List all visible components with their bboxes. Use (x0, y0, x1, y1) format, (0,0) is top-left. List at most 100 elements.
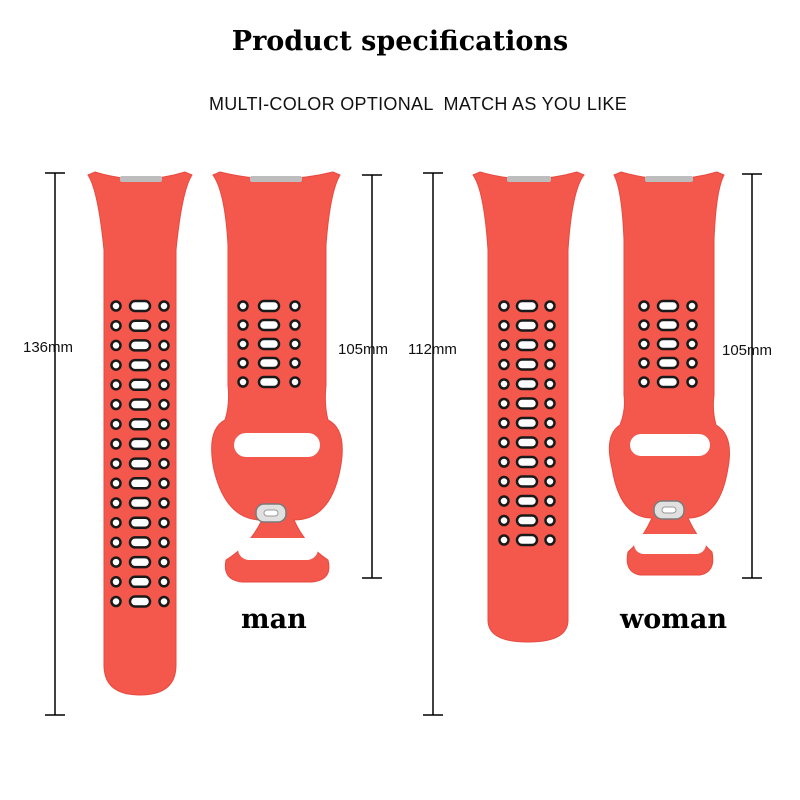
man-long-strap-connector (120, 176, 162, 182)
vent-hole (257, 318, 281, 332)
vent-hole (110, 576, 122, 588)
vent-hole (544, 475, 556, 488)
vent-hole (158, 398, 170, 411)
vent-hole (544, 378, 556, 390)
vent-hole (686, 338, 698, 350)
vent-hole (158, 477, 170, 490)
vent-hole (158, 457, 170, 470)
vent-hole (110, 457, 122, 470)
vent-hole (498, 456, 510, 468)
vent-hole (686, 300, 698, 312)
vent-hole (498, 378, 510, 390)
vent-hole (128, 477, 152, 490)
vent-hole (515, 514, 539, 527)
vent-hole (128, 496, 152, 510)
vent-hole (257, 337, 281, 351)
vent-hole (289, 357, 301, 369)
man-short-length-label: 105mm (338, 341, 389, 358)
vent-hole (544, 339, 556, 351)
vent-hole (544, 417, 556, 429)
vent-hole (128, 339, 152, 352)
vent-hole (158, 359, 170, 371)
page-subtitle: MULTI-COLOR OPTIONAL MATCH AS YOU LIKE (208, 94, 628, 114)
vent-hole (110, 497, 122, 509)
vent-hole (158, 319, 170, 332)
woman-label: woman (620, 604, 727, 635)
vent-hole (158, 379, 170, 391)
vent-hole (128, 378, 152, 392)
woman-short-strap-lower-slot (634, 534, 706, 554)
vent-hole (515, 475, 539, 488)
vent-hole (289, 376, 301, 388)
vent-hole (638, 319, 650, 331)
vent-hole (498, 319, 510, 332)
vent-hole (289, 319, 301, 331)
vent-hole (158, 516, 170, 529)
vent-hole (110, 359, 122, 371)
vent-hole (544, 397, 556, 410)
vent-hole (498, 417, 510, 429)
vent-hole (128, 437, 152, 451)
woman-long-length-label: 112mm (408, 341, 457, 358)
vent-hole (544, 514, 556, 527)
vent-hole (638, 300, 650, 312)
vent-hole (110, 418, 122, 430)
woman-long-strap-connector (507, 176, 551, 182)
vent-hole (158, 536, 170, 549)
vent-hole (686, 319, 698, 331)
vent-hole (110, 339, 122, 352)
vent-hole (110, 300, 122, 312)
vent-hole (237, 376, 249, 388)
vent-hole (128, 516, 152, 529)
vent-hole (158, 556, 170, 568)
vent-hole (110, 536, 122, 549)
woman-short-dimension-line (742, 173, 762, 579)
vent-hole (128, 398, 152, 411)
vent-hole (110, 438, 122, 450)
woman-short-strap-holes (638, 299, 698, 389)
vent-hole (498, 300, 510, 312)
vent-hole (656, 375, 680, 389)
vent-hole (686, 376, 698, 388)
vent-hole (498, 358, 510, 371)
man-long-dimension-line (45, 172, 65, 716)
vent-hole (515, 397, 539, 410)
vent-hole (515, 377, 539, 391)
vent-hole (158, 438, 170, 450)
vent-hole (237, 319, 249, 331)
vent-hole (638, 357, 650, 369)
vent-hole (257, 356, 281, 370)
vent-hole (656, 356, 680, 370)
vent-hole (110, 556, 122, 568)
vent-hole (128, 575, 152, 589)
vent-hole (515, 338, 539, 352)
vent-hole (498, 514, 510, 527)
vent-hole (128, 536, 152, 549)
vent-hole (158, 595, 170, 608)
vent-hole (656, 337, 680, 351)
vent-hole (158, 576, 170, 588)
vent-hole (498, 495, 510, 507)
man-short-dimension-line (362, 174, 382, 579)
man-short-strap-loop-slot (234, 433, 320, 457)
woman-long-strap-holes (498, 299, 556, 547)
vent-hole (128, 299, 152, 313)
woman-long-dimension-line (423, 172, 443, 716)
vent-hole (158, 418, 170, 430)
vent-hole (110, 595, 122, 608)
vent-hole (638, 338, 650, 350)
woman-short-strap-loop-slot (630, 434, 710, 456)
vent-hole (544, 319, 556, 332)
vent-hole (544, 436, 556, 449)
man-long-strap (87, 171, 193, 696)
vent-hole (110, 398, 122, 411)
vent-hole (289, 338, 301, 350)
vent-hole (158, 300, 170, 312)
vent-hole (498, 339, 510, 351)
vent-hole (128, 417, 152, 431)
vent-hole (544, 534, 556, 546)
vent-hole (544, 358, 556, 371)
vent-hole (257, 375, 281, 389)
vent-hole (110, 319, 122, 332)
